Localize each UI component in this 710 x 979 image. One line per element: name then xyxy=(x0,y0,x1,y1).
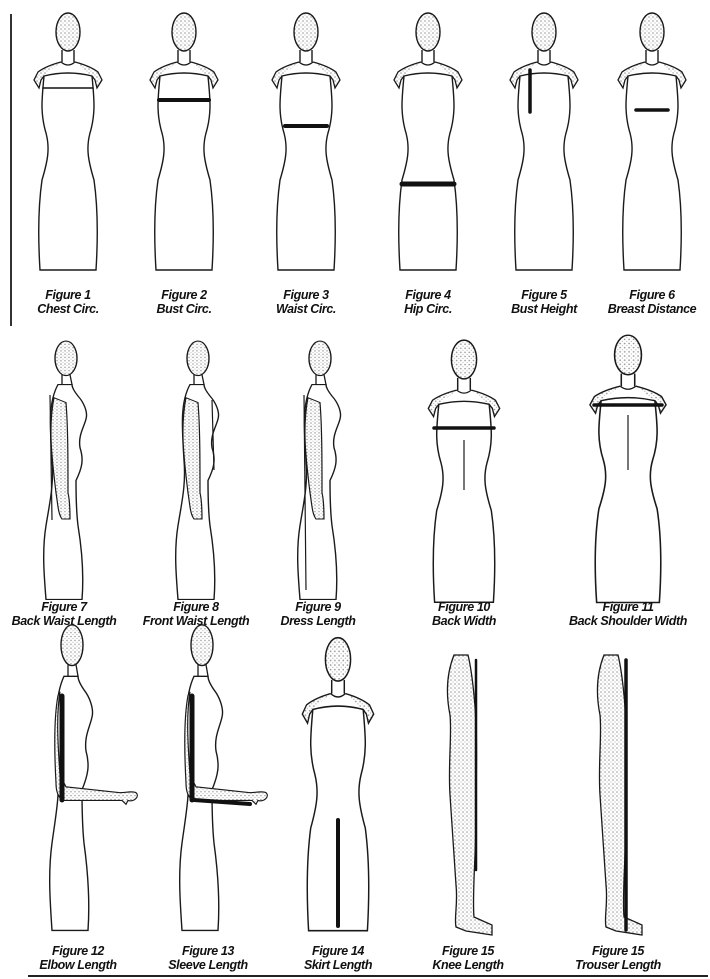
figure-5-caption: Bust Height xyxy=(511,302,577,316)
figure-4-caption: Hip Circ. xyxy=(404,302,452,316)
figure-15-knee-title: Figure 15 xyxy=(432,944,503,958)
figure-7-title: Figure 7 xyxy=(12,600,117,614)
figure-11-title: Figure 11 xyxy=(569,600,687,614)
dress-form-figure-2 xyxy=(150,13,218,270)
figure-8-caption: Front Waist Length xyxy=(143,614,249,628)
figure-15-trouser-caption: Trouser Length xyxy=(575,958,661,972)
dress-form-figure-7 xyxy=(44,341,87,599)
figure-2-title: Figure 2 xyxy=(156,288,211,302)
figure-3-caption: Waist Circ. xyxy=(276,302,336,316)
dress-form-figure-9 xyxy=(298,341,341,599)
figure-9-title: Figure 9 xyxy=(280,600,355,614)
figure-10-title: Figure 10 xyxy=(432,600,496,614)
figure-9-caption: Dress Length xyxy=(280,614,355,628)
figure-14-title: Figure 14 xyxy=(304,944,372,958)
figure-3-title: Figure 3 xyxy=(276,288,336,302)
figure-13-title: Figure 13 xyxy=(168,944,248,958)
figure-12-title: Figure 12 xyxy=(39,944,116,958)
figure-6-caption: Breast Distance xyxy=(608,302,697,316)
figure-14-caption: Skirt Length xyxy=(304,958,372,972)
figure-4-title: Figure 4 xyxy=(404,288,452,302)
figure-11-caption: Back Shoulder Width xyxy=(569,614,687,628)
figure-10-caption: Back Width xyxy=(432,614,496,628)
figure-1-title: Figure 1 xyxy=(37,288,99,302)
leg-form-figure-15-knee xyxy=(447,655,492,935)
figure-15-knee-caption: Knee Length xyxy=(432,958,503,972)
dress-form-figure-8 xyxy=(176,341,219,599)
dress-form-figure-4 xyxy=(394,13,462,270)
figure-2-caption: Bust Circ. xyxy=(156,302,211,316)
dress-form-figure-3 xyxy=(272,13,340,270)
figure-7-caption: Back Waist Length xyxy=(12,614,117,628)
leg-form-figure-15-trouser xyxy=(597,655,642,935)
figure-13-caption: Sleeve Length xyxy=(168,958,248,972)
figure-15-trouser-title: Figure 15 xyxy=(575,944,661,958)
figure-6-title: Figure 6 xyxy=(608,288,697,302)
dress-form-figure-1 xyxy=(34,13,102,270)
figure-1-caption: Chest Circ. xyxy=(37,302,99,316)
dress-form-figure-5 xyxy=(510,13,578,270)
figure-8-title: Figure 8 xyxy=(143,600,249,614)
figure-12-caption: Elbow Length xyxy=(39,958,116,972)
dress-form-figure-6 xyxy=(618,13,686,270)
figure-5-title: Figure 5 xyxy=(511,288,577,302)
